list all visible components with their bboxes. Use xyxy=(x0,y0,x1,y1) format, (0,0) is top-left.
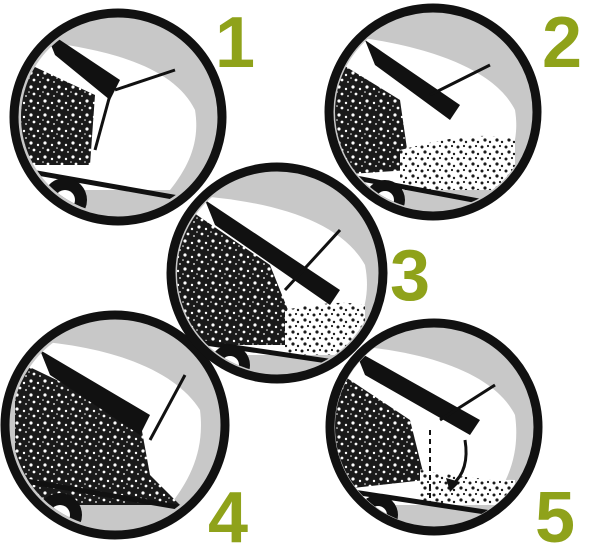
step-number-1: 1 xyxy=(215,3,255,83)
step-number-3: 3 xyxy=(390,236,430,316)
step-number-4: 4 xyxy=(208,478,248,548)
panel-5: 5 xyxy=(330,323,575,548)
step-number-2: 2 xyxy=(542,3,582,83)
step-number-5: 5 xyxy=(535,478,575,548)
panel-2: 2 xyxy=(329,3,582,220)
